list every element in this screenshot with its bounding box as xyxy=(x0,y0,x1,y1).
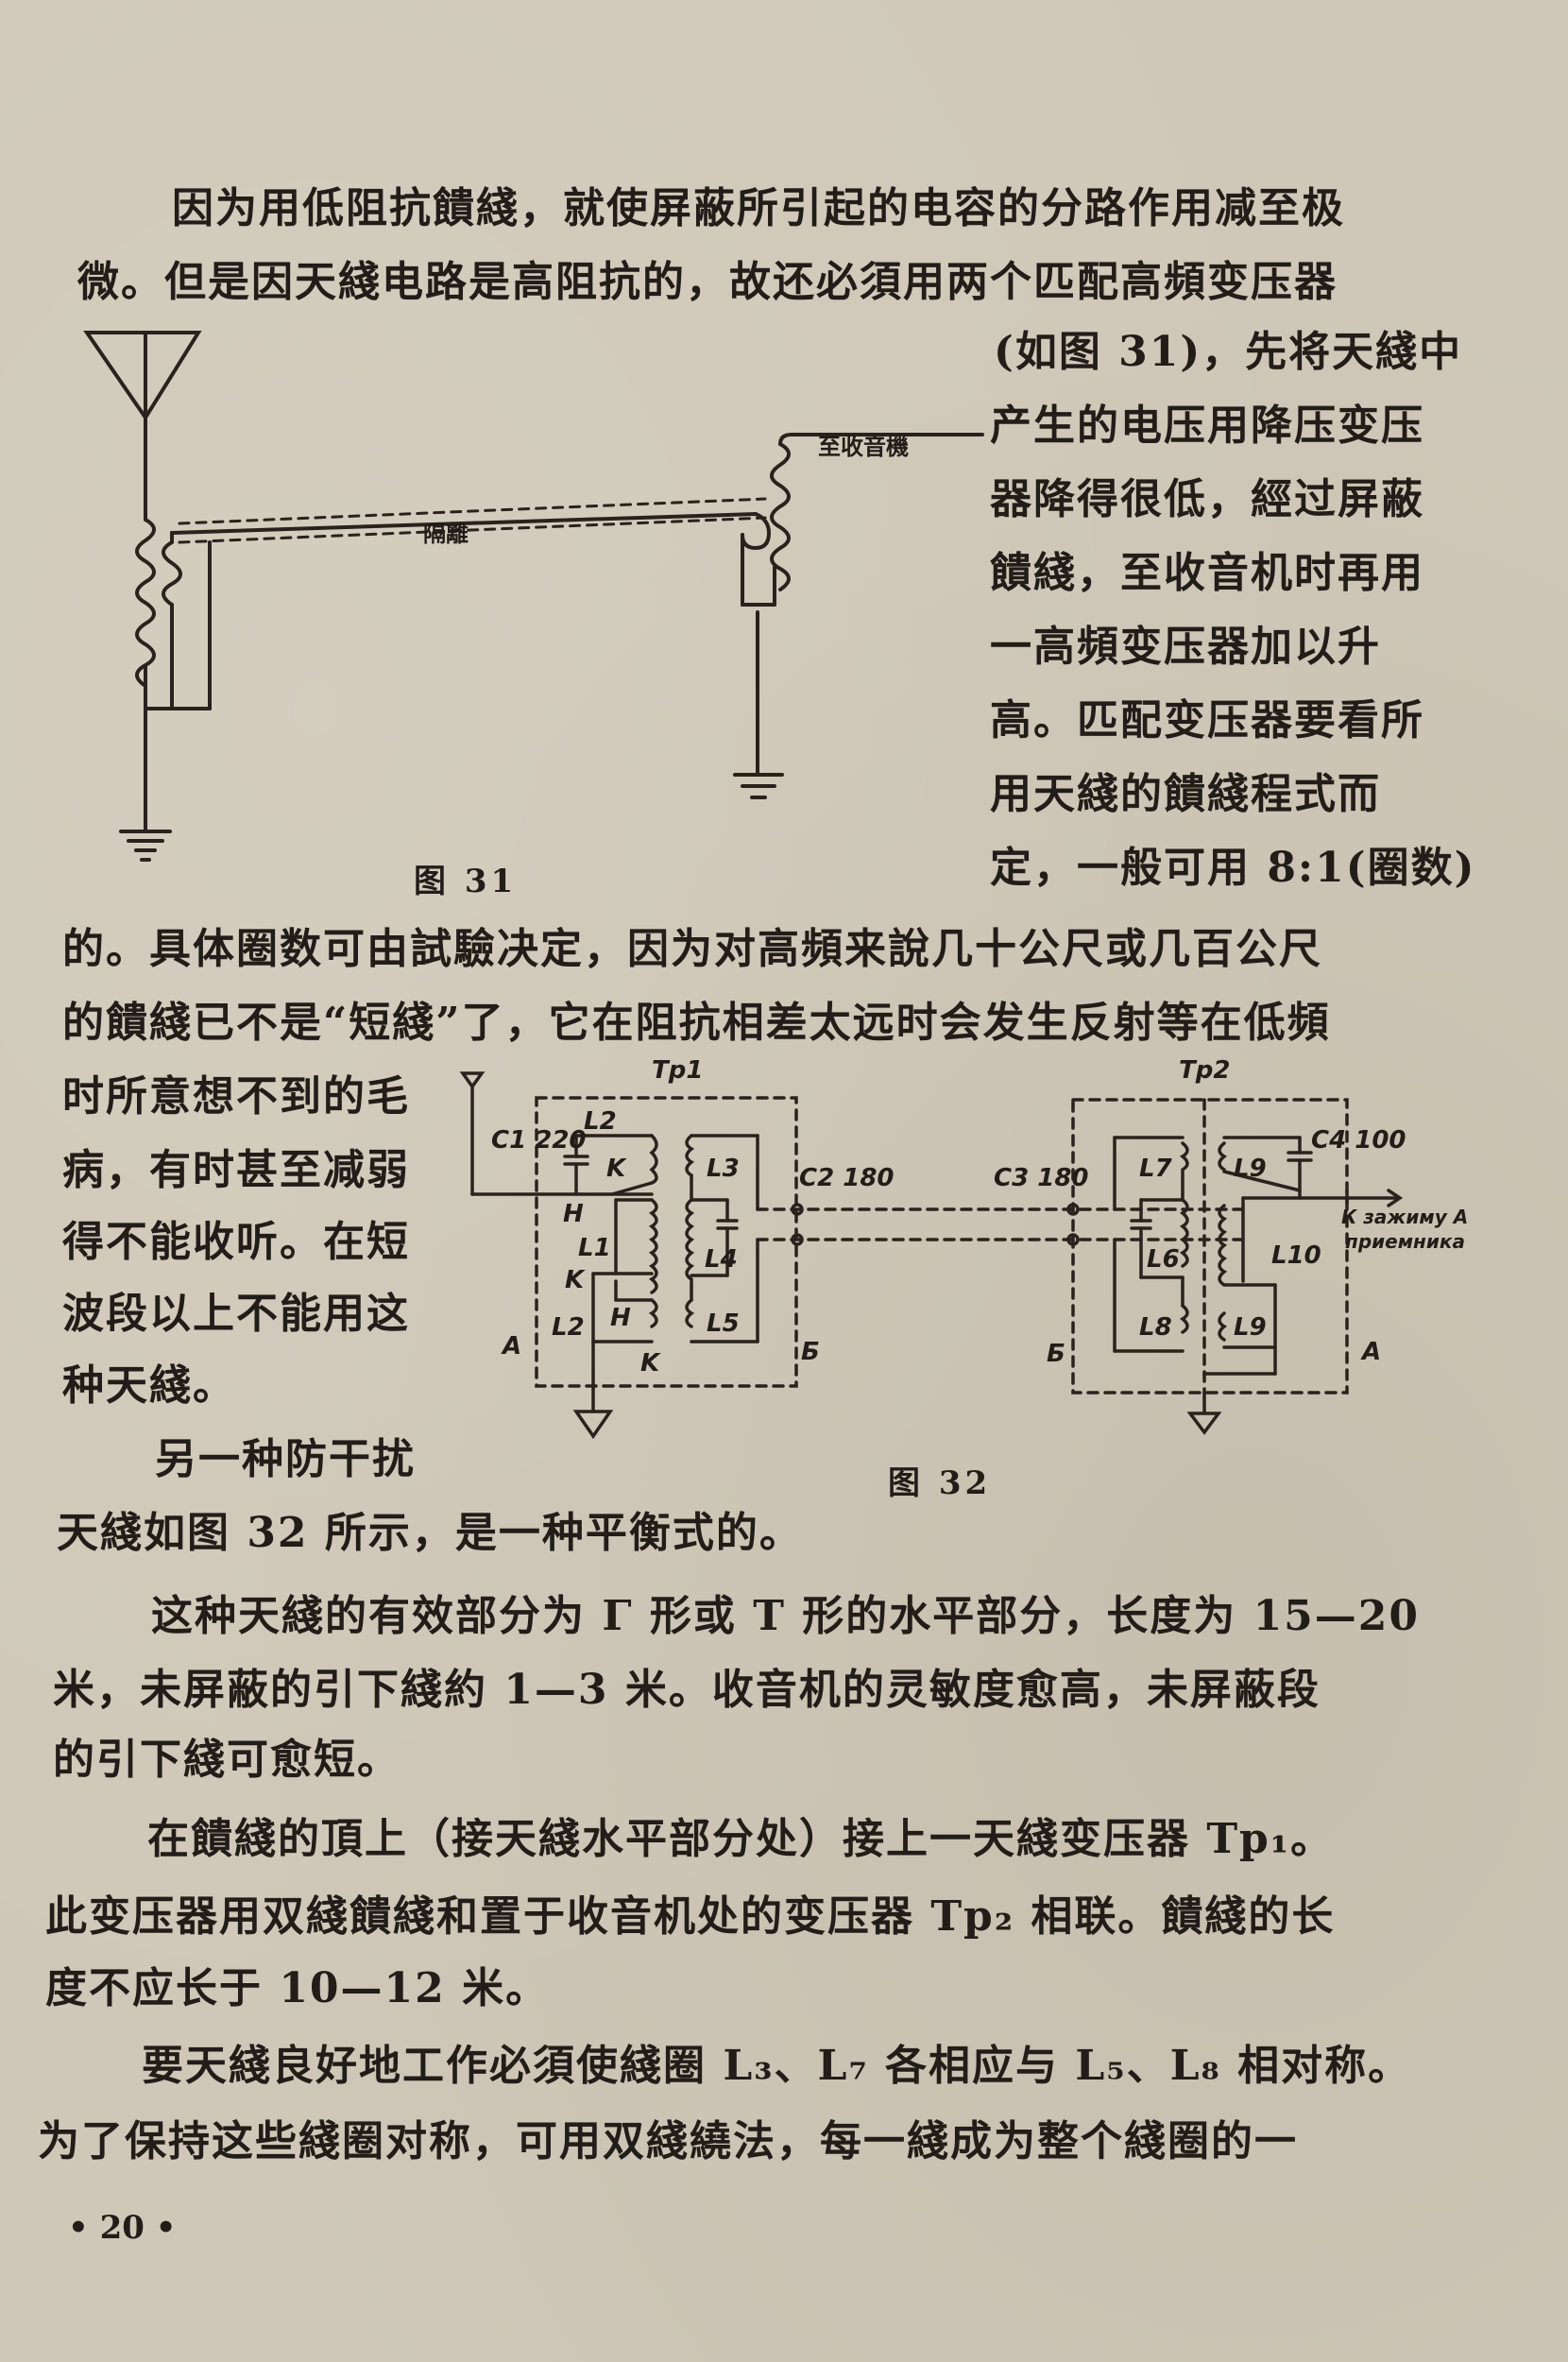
tp2-label: Tp2 xyxy=(1179,1056,1231,1085)
l7-label: L7 xyxy=(1139,1155,1172,1183)
c4-label: C4 100 xyxy=(1311,1126,1406,1155)
l2-bottom-label: L2 xyxy=(552,1313,585,1342)
l9-bottom-label: L9 xyxy=(1234,1313,1267,1342)
text-line: 的饋綫已不是“短綫”了，它在阻抗相差太远时会发生反射等在低頻 xyxy=(62,999,1331,1047)
b-left-label: Б xyxy=(801,1338,820,1366)
text-line: 微。但是因天綫电路是高阻抗的，故还必須用两个匹配高頻变压器 xyxy=(77,258,1338,306)
text-line: 要天綫良好地工作必須使綫圈 L₃、L₇ 各相应与 L₅、L₈ 相对称。 xyxy=(142,2042,1412,2090)
right-column-line: 产生的电压用降压变压 xyxy=(990,402,1424,450)
left-column-line: 波段以上不能用这 xyxy=(62,1290,410,1338)
a-right-label: A xyxy=(1362,1338,1382,1366)
shield-label: 隔離 xyxy=(423,521,469,547)
figure-32-caption: 图 32 xyxy=(888,1464,992,1502)
figure-31-diagram xyxy=(83,331,984,862)
a-left-label: A xyxy=(503,1332,522,1361)
l4-label: L4 xyxy=(705,1245,738,1274)
figure-32-diagram xyxy=(459,1071,1404,1440)
left-column-line: 病，有时甚至减弱 xyxy=(62,1146,410,1194)
text-line: 因为用低阻抗饋綫，就使屏蔽所引起的电容的分路作用减至极 xyxy=(172,184,1345,232)
to-receiver-terminal-label-2: приемника xyxy=(1345,1230,1465,1253)
text-line: 为了保持这些綫圈对称，可用双綫繞法，每一綫成为整个綫圈的一 xyxy=(38,2117,1298,2165)
tp1-label: Tp1 xyxy=(652,1056,704,1085)
right-column-line: 高。匹配变压器要看所 xyxy=(990,696,1424,745)
left-column-line: 种天綫。 xyxy=(62,1361,236,1410)
k-mid-label: K xyxy=(565,1266,585,1294)
k-top-label: K xyxy=(606,1155,626,1183)
b-right-label: Б xyxy=(1047,1340,1065,1368)
page-number: • 20 • xyxy=(68,2209,177,2247)
text-line: 在饋綫的頂上（接天綫水平部分处）接上一天綫变压器 Tp₁。 xyxy=(147,1815,1335,1863)
l10-label: L10 xyxy=(1271,1241,1321,1270)
h-bottom-label: H xyxy=(610,1304,631,1332)
to-receiver-label: 至收音機 xyxy=(818,434,909,460)
l3-label: L3 xyxy=(707,1155,740,1183)
k-bottom-label: K xyxy=(640,1349,660,1378)
left-column-line: 时所意想不到的毛 xyxy=(62,1072,410,1121)
antenna-icon xyxy=(459,1071,486,1090)
text-line: 度不应长于 10—12 米。 xyxy=(45,1964,550,2012)
figure-31-caption: 图 31 xyxy=(414,863,518,900)
c1-label: C1 220 xyxy=(491,1126,587,1155)
right-column-line: (如图 31)，先将天綫中 xyxy=(994,328,1463,376)
text-line: 这种天綫的有效部分为 Γ 形或 T 形的水平部分，长度为 15—20 xyxy=(151,1592,1421,1640)
antenna-icon xyxy=(83,331,202,421)
left-column-line: 另一种防干扰 xyxy=(155,1435,416,1483)
right-column-line: 定，一般可用 8:1(圈数) xyxy=(990,844,1476,892)
l2-top-label: L2 xyxy=(584,1107,617,1136)
h-top-label: H xyxy=(563,1200,584,1228)
text-line: 的。具体圈数可由試驗决定，因为对高頻来說几十公尺或几百公尺 xyxy=(62,925,1322,973)
l9-top-label: L9 xyxy=(1234,1155,1267,1183)
to-receiver-terminal-label: К зажиму А xyxy=(1341,1206,1469,1228)
l6-label: L6 xyxy=(1147,1245,1180,1274)
text-line: 的引下綫可愈短。 xyxy=(53,1736,401,1784)
left-column-line: 得不能收听。在短 xyxy=(62,1218,410,1266)
l1-label: L1 xyxy=(578,1234,611,1262)
l8-label: L8 xyxy=(1139,1313,1172,1342)
c3-label: C3 180 xyxy=(994,1164,1089,1192)
c2-label: C2 180 xyxy=(799,1164,895,1192)
right-column-line: 一高頻变压器加以升 xyxy=(990,623,1381,671)
text-line: 此变压器用双綫饋綫和置于收音机处的变压器 Tp₂ 相联。饋綫的长 xyxy=(45,1892,1336,1941)
right-column-line: 饋綫，至收音机时再用 xyxy=(990,549,1424,597)
text-line: 天綫如图 32 所示，是一种平衡式的。 xyxy=(57,1509,803,1557)
right-column-line: 器降得很低，經过屏蔽 xyxy=(990,475,1424,523)
l5-label: L5 xyxy=(707,1309,740,1338)
right-column-line: 用天綫的饋綫程式而 xyxy=(990,770,1381,818)
text-line: 米，未屏蔽的引下綫約 1—3 米。收音机的灵敏度愈高，未屏蔽段 xyxy=(53,1666,1321,1714)
